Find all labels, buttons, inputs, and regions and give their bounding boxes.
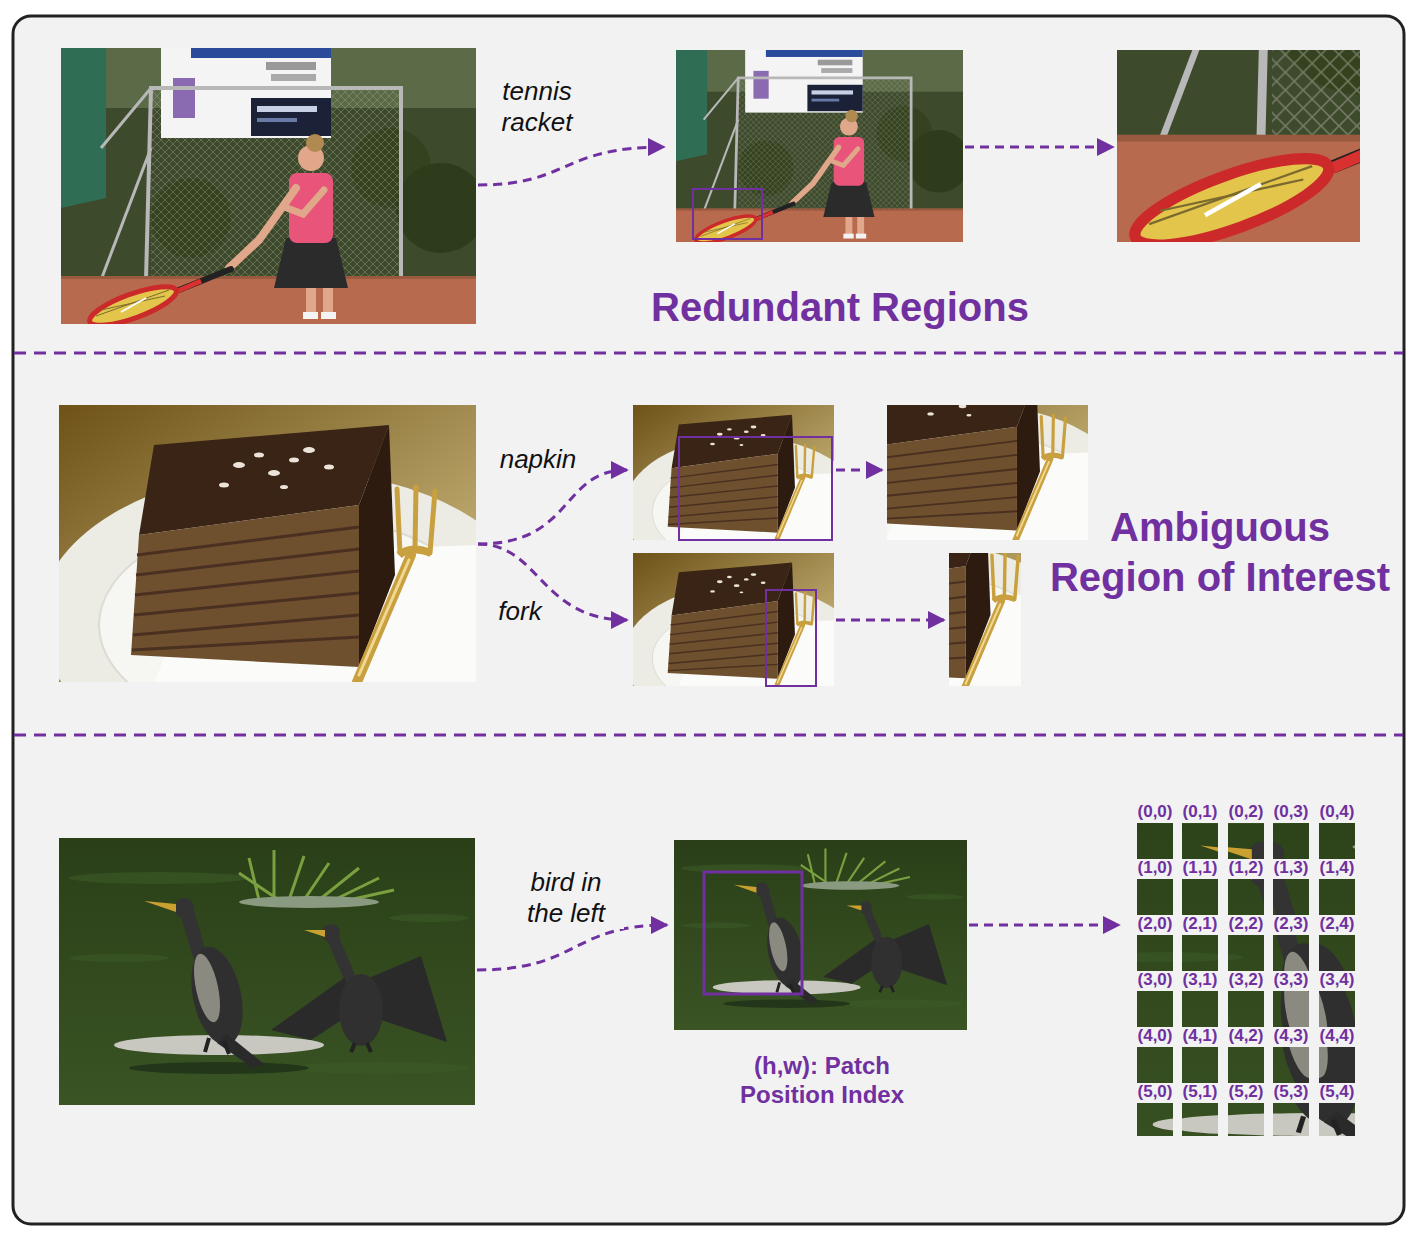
flow-arrows-part [965,146,1113,149]
flow-arrows-part [477,925,667,970]
patch-index: (0,0) [1138,803,1173,822]
patch-index: (1,4) [1320,859,1355,878]
cake-photos-part [623,553,864,728]
section-divider [14,352,1403,355]
patch-index: (3,0) [1138,971,1173,990]
patch-index: (2,4) [1320,915,1355,934]
query-text: fork [496,596,543,627]
patch-index: (4,3) [1274,1027,1309,1046]
cake-photos-part [39,405,539,770]
patch-index: (4,2) [1229,1027,1264,1046]
patch-grid-part-part [1100,886,1417,1193]
patch-index: (0,1) [1183,803,1218,822]
flow-arrows-part [969,924,1119,927]
cake-photos-part [744,497,1090,750]
patch-grid-part-part [1081,807,1417,1142]
patch-index: (2,1) [1183,915,1218,934]
patch-index: (5,0) [1138,1083,1173,1102]
tennis-photos-part [693,189,762,239]
patch-grid-part [1100,886,1417,1193]
patch-index: (2,3) [1274,915,1309,934]
cake-photos [39,363,1132,770]
query-text: napkin [498,444,579,475]
bird-photos-part [704,872,802,994]
patch-grid-part-part [1090,886,1417,1193]
tennis-photos-part [676,50,970,248]
bird-photos-part-part [674,840,967,1030]
patch-index: (4,4) [1320,1027,1355,1046]
patch-grid-part-part [1119,886,1417,1193]
patch-index: (3,4) [1320,971,1355,990]
patch-index: (1,1) [1183,859,1218,878]
flow-arrows-part [836,619,944,622]
patch-index: (0,4) [1320,803,1355,822]
patch-grid-part [1100,807,1417,1142]
patch-index: (3,1) [1183,971,1218,990]
flow-arrows-part [836,469,882,472]
patch-grid-part [1090,807,1417,1142]
tennis-photos-part [1071,0,1417,262]
query-text: bird in the left [508,867,624,929]
flow-arrows-part [478,147,664,185]
patch-grid-part [1081,886,1417,1193]
patch-index: (1,3) [1274,859,1309,878]
patch-index: (2,2) [1229,915,1264,934]
bird-photos-part [59,838,475,1105]
patch-grid [1081,766,1417,1193]
tennis-photos-part-part [676,50,970,248]
bird-photos-part [674,840,967,1030]
patch-index: (5,1) [1183,1083,1218,1102]
cake-photos-part [679,437,832,540]
patch-grid-part [1109,886,1417,1193]
patch-grid-part [1119,807,1417,1142]
tennis-photos-part [61,48,486,333]
patch-index: (1,0) [1138,859,1173,878]
patch-index: (3,3) [1274,971,1309,990]
patch-index: (4,0) [1138,1027,1173,1046]
patch-index: (4,1) [1183,1027,1218,1046]
patch-index: (5,2) [1229,1083,1264,1102]
patch-grid-part [1081,807,1417,1142]
section-title: Redundant Regions [651,282,1029,332]
patch-grid-part-part [1090,807,1417,1142]
patch-index: (0,3) [1274,803,1309,822]
section-divider [14,734,1403,737]
patch-grid-part-part [1100,807,1417,1142]
tennis-photos-part-part [61,48,486,333]
patch-index: (0,2) [1229,803,1264,822]
query-text: tennis racket [479,76,595,138]
section-title: Ambiguous Region of Interest [1040,502,1400,602]
flow-arrows-part [478,470,627,544]
flow-arrows [477,147,1119,970]
cake-photos-part [766,590,816,686]
patch-index: (5,4) [1320,1083,1355,1102]
cake-photos-part-part [623,553,864,728]
patch-grid-part [1119,886,1417,1193]
patch-index: (3,2) [1229,971,1264,990]
tennis-photos [61,0,1417,333]
patch-grid-part-part [1109,886,1417,1193]
patch-index: (1,2) [1229,859,1264,878]
patch-grid-part-part [1119,807,1417,1142]
patch-index: (2,0) [1138,915,1173,934]
cake-photos-part-part [39,405,539,770]
bird-photos-part-part [59,838,475,1105]
patch-grid-part [1090,886,1417,1193]
patch-grid-part [1109,807,1417,1142]
cake-photos-part-part [744,497,1090,750]
patch-grid-part-part [1081,886,1417,1193]
tennis-photos-part-part [1071,0,1417,262]
caption-text: (h,w): Patch Position Index [722,1052,922,1110]
patch-index: (5,3) [1274,1083,1309,1102]
patch-grid-part-part [1109,807,1417,1142]
